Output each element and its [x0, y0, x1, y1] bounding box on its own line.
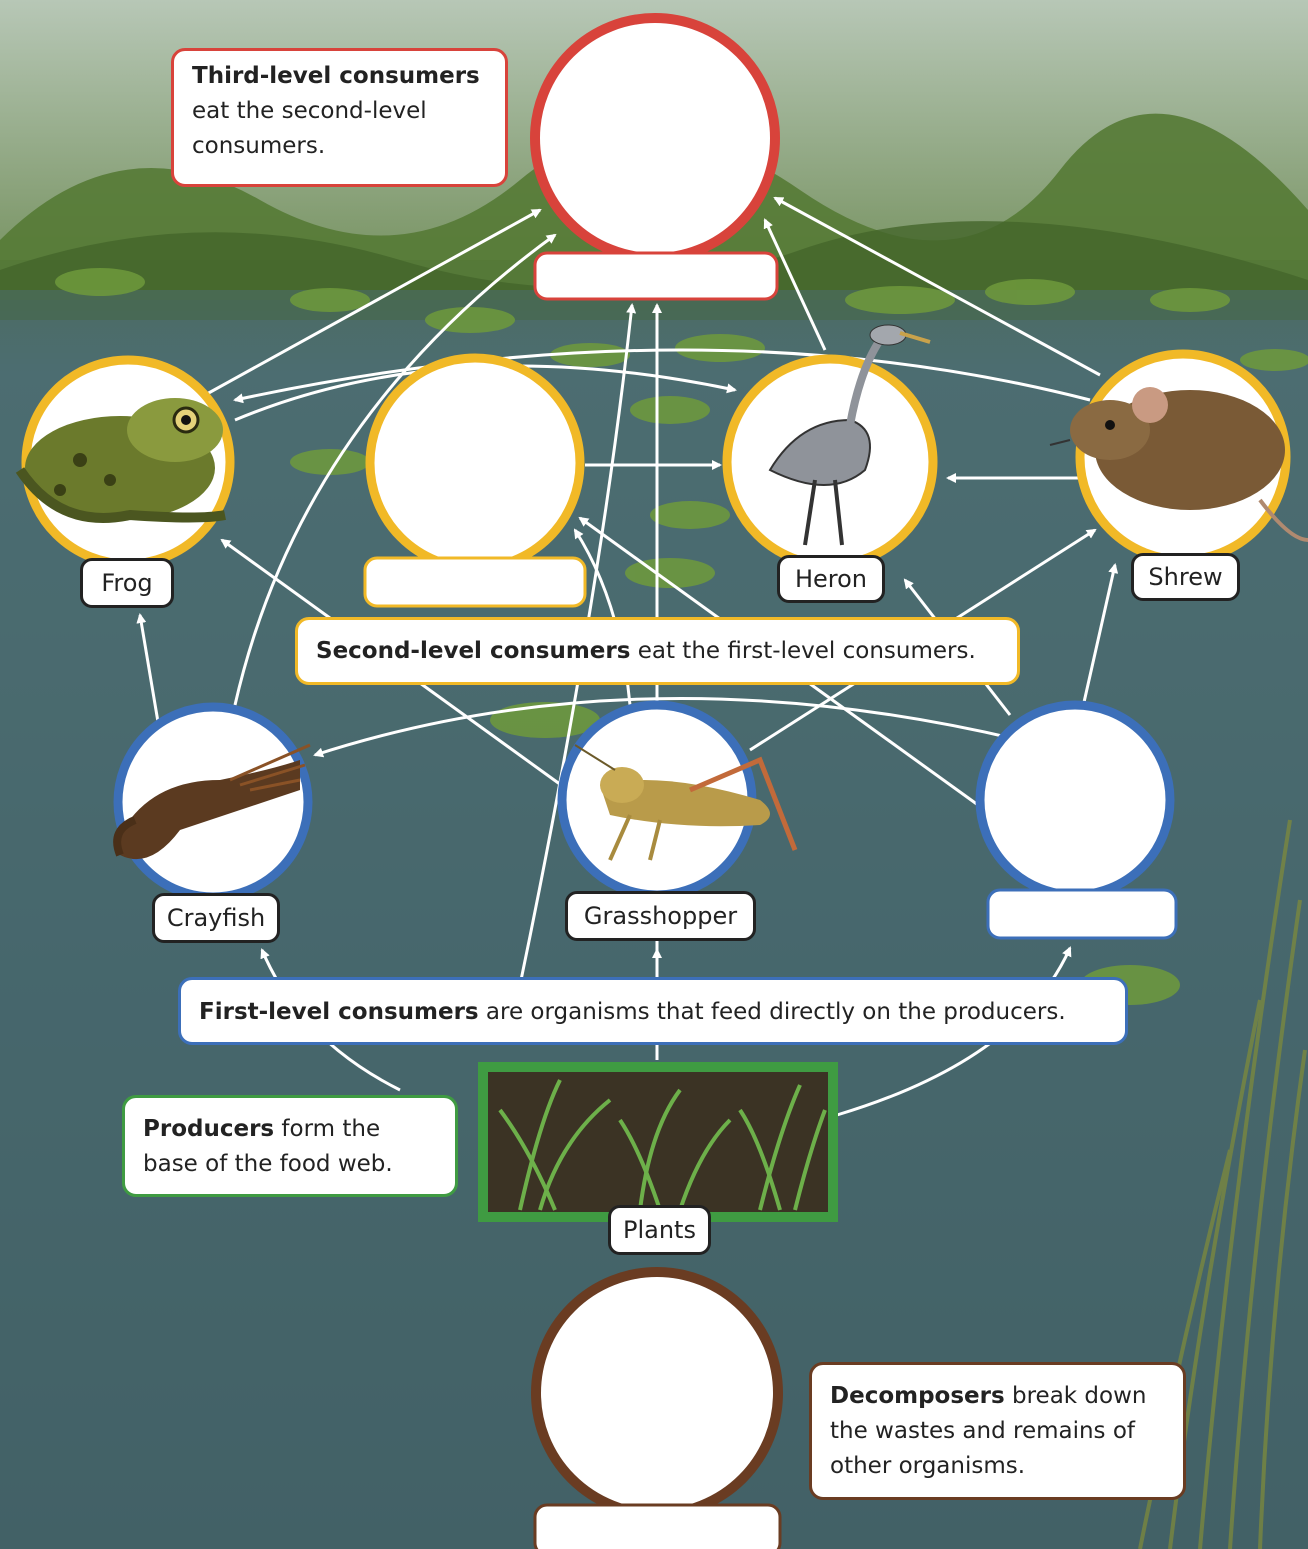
- producers-callout: Producers form the base of the food web.: [122, 1095, 458, 1197]
- blank-second-level-label: [365, 558, 585, 606]
- plants-label: Plants: [608, 1205, 711, 1255]
- producers-text-2: base of the food web.: [143, 1151, 393, 1177]
- plants-node: [478, 1062, 838, 1222]
- frog-node: [20, 360, 230, 564]
- shrew-label: Shrew: [1131, 553, 1240, 601]
- grasshopper-label: Grasshopper: [565, 891, 756, 941]
- third-level-text-2: consumers.: [192, 133, 325, 159]
- first-level-heading: First-level consumers: [199, 999, 479, 1025]
- decomposer-node: [535, 1272, 780, 1549]
- blank-first-level-label: [988, 890, 1176, 938]
- second-level-callout: Second-level consumers eat the first-lev…: [295, 617, 1020, 685]
- blank-first-level-node: [980, 705, 1176, 938]
- third-level-node: [535, 18, 777, 299]
- decomposers-text-3: other organisms.: [830, 1453, 1025, 1479]
- crayfish-node: [117, 707, 310, 897]
- decomposers-heading: Decomposers: [830, 1383, 1005, 1409]
- frog-label: Frog: [80, 558, 174, 608]
- third-level-heading: Third-level consumers: [192, 63, 480, 89]
- decomposers-callout: Decomposers break down the wastes and re…: [809, 1362, 1186, 1500]
- third-level-text-1: eat the second-level: [192, 98, 427, 124]
- first-level-text: are organisms that feed directly on the …: [479, 999, 1066, 1025]
- third-level-callout: Third-level consumers eat the second-lev…: [171, 48, 508, 187]
- first-level-callout: First-level consumers are organisms that…: [178, 977, 1128, 1045]
- heron-label: Heron: [777, 555, 885, 603]
- blank-second-level-node: [365, 358, 585, 606]
- crayfish-label: Crayfish: [152, 893, 280, 943]
- decomposers-text-1: break down: [1005, 1383, 1147, 1409]
- producers-heading: Producers: [143, 1116, 274, 1142]
- producers-text-1: form the: [274, 1116, 380, 1142]
- third-level-blank-label: [535, 253, 777, 299]
- second-level-text: eat the first-level consumers.: [630, 638, 975, 664]
- decomposers-text-2: the wastes and remains of: [830, 1418, 1135, 1444]
- decomposer-blank-label: [535, 1505, 780, 1549]
- second-level-heading: Second-level consumers: [316, 638, 630, 664]
